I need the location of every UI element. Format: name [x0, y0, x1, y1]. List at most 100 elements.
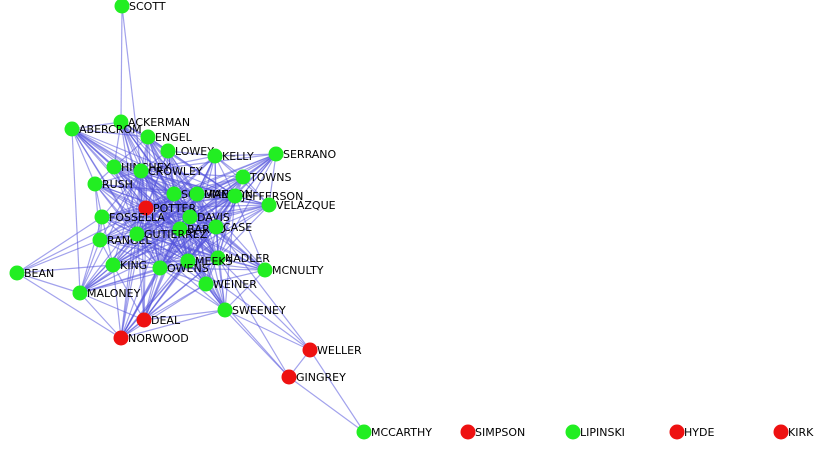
edge-maloney-rangel — [79, 239, 101, 294]
node-marker-weller[interactable] — [302, 342, 318, 358]
node-weller[interactable]: WELLER — [302, 342, 363, 358]
node-marker-serrano[interactable] — [268, 146, 284, 162]
node-marker-gutierrez[interactable] — [129, 226, 145, 242]
node-lipinski[interactable]: LIPINSKI — [565, 424, 625, 440]
edge-crowley-abercrom — [71, 128, 142, 172]
node-marker-hyde[interactable] — [669, 424, 685, 440]
node-owens[interactable]: OWENS — [152, 260, 209, 276]
node-marker-gingrey[interactable] — [281, 369, 297, 385]
node-marker-barro[interactable] — [172, 221, 188, 237]
node-lowey[interactable]: LOWEY — [160, 143, 215, 159]
edge-owens-serrano — [159, 153, 277, 269]
node-marker-schumer[interactable] — [166, 186, 182, 202]
edge-nadler-mcnulty — [217, 257, 266, 271]
node-marker-king[interactable] — [105, 257, 121, 273]
node-bean[interactable]: BEAN — [9, 265, 55, 281]
node-marker-nadler[interactable] — [210, 250, 226, 266]
node-marker-ackerman[interactable] — [113, 114, 129, 130]
edge-nadler-serrano — [217, 153, 277, 259]
edge-king-fossella — [101, 216, 114, 266]
node-marker-meeks[interactable] — [180, 253, 196, 269]
node-marker-norwood[interactable] — [113, 330, 129, 346]
edge-owens-mcnulty — [159, 267, 266, 271]
node-marker-crowley[interactable] — [133, 163, 149, 179]
node-marker-potter[interactable] — [138, 200, 154, 216]
node-marker-abercrom[interactable] — [64, 121, 80, 137]
node-norwood[interactable]: NORWOOD — [113, 330, 189, 346]
node-sweeney[interactable]: SWEENEY — [217, 302, 286, 318]
node-marker-lowey[interactable] — [160, 143, 176, 159]
node-king[interactable]: KING — [105, 257, 148, 273]
node-gingrey[interactable]: GINGREY — [281, 369, 347, 385]
node-label-gingrey: GINGREY — [296, 371, 346, 384]
node-maloney[interactable]: MALONEY — [72, 285, 141, 301]
node-serrano[interactable]: SERRANO — [268, 146, 337, 162]
edge-gutierrez-towns — [136, 176, 244, 235]
node-marker-sweeney[interactable] — [217, 302, 233, 318]
node-marker-engel[interactable] — [140, 129, 156, 145]
node-meeks[interactable]: MEEKS — [180, 253, 233, 269]
edge-nadler-gingrey — [217, 257, 290, 378]
node-mccarthy[interactable]: MCCARTHY — [356, 424, 433, 440]
edge-owens-maloney — [79, 267, 161, 294]
node-case[interactable]: CASE — [208, 219, 253, 235]
node-jefferson[interactable]: JEFFERSON — [227, 188, 304, 204]
node-kelly[interactable]: KELLY — [207, 148, 254, 164]
node-marker-deal[interactable] — [136, 312, 152, 328]
node-marker-hinchey[interactable] — [106, 159, 122, 175]
node-marker-lipinski[interactable] — [565, 424, 581, 440]
node-label-davis: DAVIS — [197, 211, 230, 224]
edge-owens-sweeney — [159, 267, 226, 311]
node-marker-jefferson[interactable] — [227, 188, 243, 204]
node-mcnulty[interactable]: MCNULTY — [257, 262, 324, 278]
edge-gingrey-mccarthy — [288, 376, 365, 433]
node-gutierrez[interactable]: GUTIERREZ — [129, 226, 208, 242]
node-abercrom[interactable]: ABERCROM — [64, 121, 142, 137]
node-scott[interactable]: SCOTT — [114, 0, 166, 14]
node-marker-rangel[interactable] — [92, 232, 108, 248]
node-marker-simpson[interactable] — [460, 424, 476, 440]
node-simpson[interactable]: SIMPSON — [460, 424, 526, 440]
node-label-meeks: MEEKS — [195, 255, 233, 268]
node-marker-owens[interactable] — [152, 260, 168, 276]
node-weiner[interactable]: WEINER — [198, 276, 258, 292]
node-marker-bean[interactable] — [9, 265, 25, 281]
edge-owens-velazque — [159, 204, 270, 269]
node-fossella[interactable]: FOSSELLA — [94, 209, 166, 225]
edge-potter-velazque — [145, 204, 270, 209]
node-towns[interactable]: TOWNS — [235, 169, 292, 185]
node-marker-fossella[interactable] — [94, 209, 110, 225]
node-hyde[interactable]: HYDE — [669, 424, 715, 440]
edge-meeks-abercrom — [71, 128, 189, 262]
node-marker-kelly[interactable] — [207, 148, 223, 164]
node-engel[interactable]: ENGEL — [140, 129, 193, 145]
node-marker-kirk[interactable] — [773, 424, 789, 440]
edge-meeks-kelly — [187, 155, 216, 262]
node-label-towns: TOWNS — [249, 171, 291, 184]
node-marker-manton[interactable] — [189, 186, 205, 202]
node-nadler[interactable]: NADLER — [210, 250, 271, 266]
node-ackerman[interactable]: ACKERMAN — [113, 114, 191, 130]
node-label-kirk: KIRK — [788, 426, 814, 439]
node-marker-mcnulty[interactable] — [257, 262, 273, 278]
node-marker-case[interactable] — [208, 219, 224, 235]
node-marker-rush[interactable] — [87, 176, 103, 192]
node-rush[interactable]: RUSH — [87, 176, 133, 192]
node-marker-scott[interactable] — [114, 0, 130, 14]
node-crowley[interactable]: CROWLEY — [133, 163, 203, 179]
node-marker-velazque[interactable] — [261, 197, 277, 213]
node-davis[interactable]: DAVIS — [182, 209, 230, 225]
node-marker-davis[interactable] — [182, 209, 198, 225]
node-kirk[interactable]: KIRK — [773, 424, 815, 440]
node-marker-weiner[interactable] — [198, 276, 214, 292]
node-velazque[interactable]: VELAZQUE — [261, 197, 336, 213]
edge-sweeney-mcnulty — [224, 269, 266, 311]
edge-scott-ackerman — [120, 5, 123, 123]
node-marker-mccarthy[interactable] — [356, 424, 372, 440]
node-marker-towns[interactable] — [235, 169, 251, 185]
edge-case-velazque — [215, 204, 270, 228]
edge-owens-deal — [143, 267, 161, 321]
node-deal[interactable]: DEAL — [136, 312, 181, 328]
node-marker-maloney[interactable] — [72, 285, 88, 301]
